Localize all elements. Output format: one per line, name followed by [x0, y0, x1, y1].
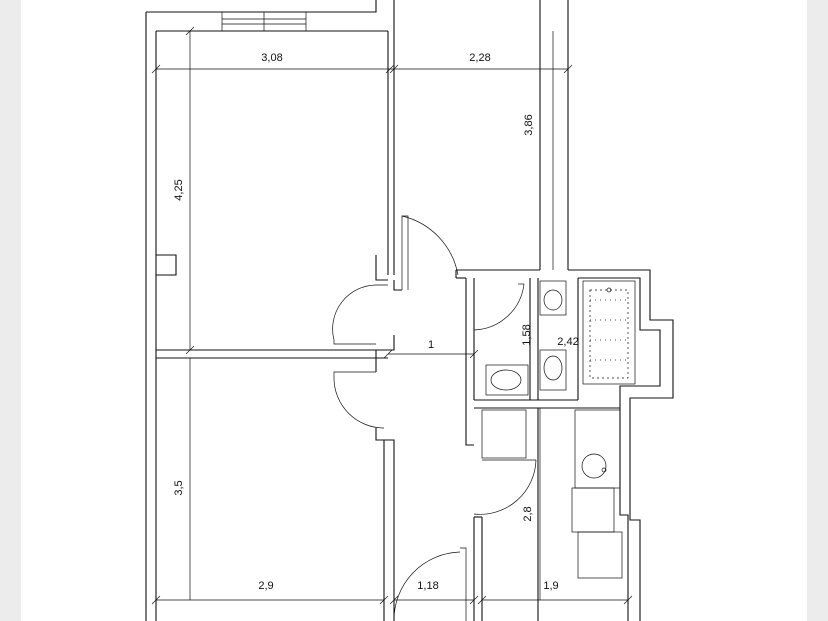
dim-corridor-width: 1	[428, 339, 434, 351]
dimension-lines	[151, 26, 633, 605]
dim-room-top-right-width: 2,28	[469, 52, 490, 64]
kitchen-fixtures	[481, 409, 623, 579]
dim-room-top-right-height: 3,86	[523, 114, 535, 135]
dim-kitchen-height: 2,8	[522, 506, 534, 521]
top-window	[221, 11, 307, 32]
dim-bathroom-height: 1,58	[521, 324, 533, 345]
doors	[332, 215, 537, 621]
dim-room-top-left-width: 3,08	[261, 52, 282, 64]
dim-room-bottom-left-height: 3,5	[173, 480, 185, 495]
dim-bathroom-width: 2,42	[557, 336, 578, 348]
left-wall-notch	[156, 254, 177, 276]
dim-room-bottom-left-width: 2,9	[258, 580, 273, 592]
dim-entry-width: 1,18	[417, 580, 438, 592]
dim-kitchen-width: 1,9	[543, 580, 558, 592]
drawing-sheet	[21, 0, 807, 621]
bathroom-fixtures	[485, 280, 636, 396]
outer-walls	[145, 0, 674, 621]
dimension-labels: 3,08 2,28 4,25 3,86 1 1,58 2,42 3,5 2,9 …	[173, 52, 579, 592]
dim-room-top-left-height: 4,25	[173, 179, 185, 200]
